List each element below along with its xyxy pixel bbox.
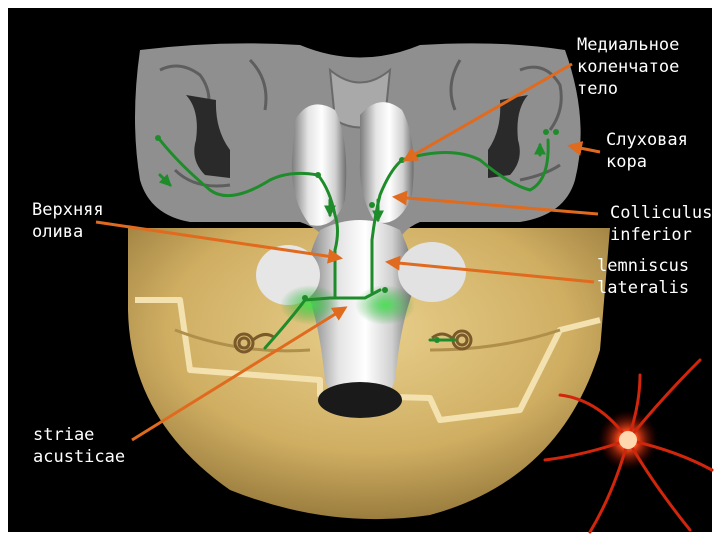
label-striae-acusticae: striae acusticae bbox=[33, 424, 125, 468]
neuron-graphic bbox=[543, 358, 714, 534]
cerebral-slice bbox=[135, 43, 581, 251]
foramen-magnum bbox=[318, 382, 402, 418]
label-medial-geniculate-line2: коленчатое bbox=[577, 57, 680, 77]
label-lemniscus-lateralis-line2: lateralis bbox=[597, 278, 690, 298]
arrow-medial-geniculate bbox=[402, 62, 573, 162]
pathway-nodes bbox=[155, 129, 559, 343]
label-medial-geniculate: Медиальное коленчатое тело bbox=[577, 34, 679, 100]
label-auditory-cortex-line1: Слуховая bbox=[606, 130, 688, 150]
thalamus-right bbox=[359, 102, 414, 223]
callout-arrows bbox=[95, 62, 601, 442]
label-striae-acusticae-line2: acusticae bbox=[33, 447, 126, 467]
cortex-sulci bbox=[159, 58, 563, 188]
label-superior-olive-line1: Верхняя bbox=[32, 200, 104, 220]
label-medial-geniculate-line3: тело bbox=[577, 79, 618, 99]
label-striae-acusticae-line1: striae bbox=[33, 425, 95, 445]
arrow-auditory-cortex bbox=[567, 140, 601, 156]
label-colliculus-inferior-line2: inferior bbox=[610, 225, 692, 245]
label-auditory-cortex-line2: кора bbox=[606, 152, 647, 172]
label-lemniscus-lateralis-line1: lemniscus bbox=[597, 256, 690, 276]
label-colliculus-inferior: Colliculus inferior bbox=[610, 202, 712, 246]
label-colliculus-inferior-line1: Colliculus bbox=[610, 203, 713, 223]
label-medial-geniculate-line1: Медиальное bbox=[577, 35, 680, 55]
arrow-superior-olive bbox=[95, 220, 343, 264]
label-auditory-cortex: Слуховая кора bbox=[606, 129, 688, 173]
left-ventricle bbox=[186, 95, 230, 178]
label-superior-olive: Верхняя олива bbox=[32, 199, 104, 243]
auditory-pathway bbox=[158, 138, 550, 350]
right-ventricle bbox=[488, 95, 528, 178]
thalamus-left bbox=[291, 104, 347, 226]
label-lemniscus-lateralis: lemniscus lateralis bbox=[597, 255, 689, 299]
label-superior-olive-line2: олива bbox=[32, 222, 84, 242]
cerebellar-lobe-right bbox=[398, 242, 466, 302]
arrow-striae-acusticae bbox=[131, 306, 348, 442]
arrow-lemniscus-lateralis bbox=[385, 255, 595, 284]
arrow-colliculus-inferior bbox=[392, 190, 599, 216]
